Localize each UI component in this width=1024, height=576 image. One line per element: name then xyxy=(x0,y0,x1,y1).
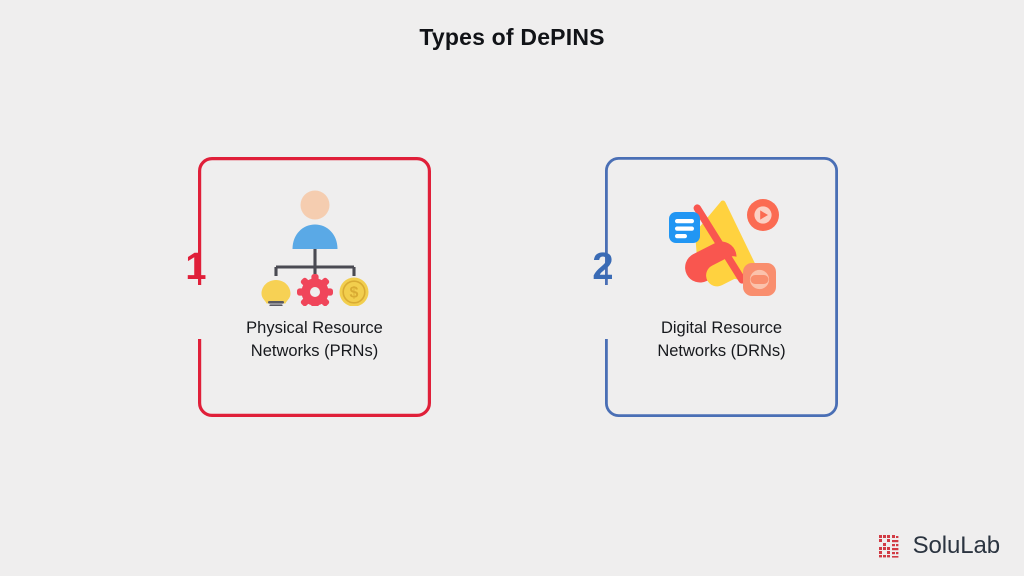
card-label-1-line2: Networks (PRNs) xyxy=(250,342,379,361)
card-label-2-line1: Digital Resource xyxy=(660,319,783,337)
solulab-logo-mark xyxy=(878,535,899,558)
card-label-2-line2: Networks (DRNs) xyxy=(657,342,786,361)
page-title: Types of DePINS xyxy=(419,24,605,50)
brand-name: SoluLab xyxy=(912,532,1000,559)
svg-text:$: $ xyxy=(349,285,358,302)
card-number-2: 2 xyxy=(592,246,614,288)
megaphone-media-icon xyxy=(605,183,838,311)
card-label-2: Digital Resource Networks (DRNs) xyxy=(613,317,830,364)
card-number-1: 1 xyxy=(185,246,207,288)
card-digital-resource-networks[interactable]: 2 xyxy=(592,157,838,417)
brand-logo[interactable]: SoluLab xyxy=(878,532,1000,560)
card-label-1: Physical Resource Networks (PRNs) xyxy=(206,317,423,364)
card-physical-resource-networks[interactable]: 1 xyxy=(185,157,431,417)
cards-container: 1 xyxy=(0,157,1024,427)
person-hierarchy-resources-icon: $ xyxy=(198,183,431,311)
card-label-1-line1: Physical Resource xyxy=(246,319,383,337)
